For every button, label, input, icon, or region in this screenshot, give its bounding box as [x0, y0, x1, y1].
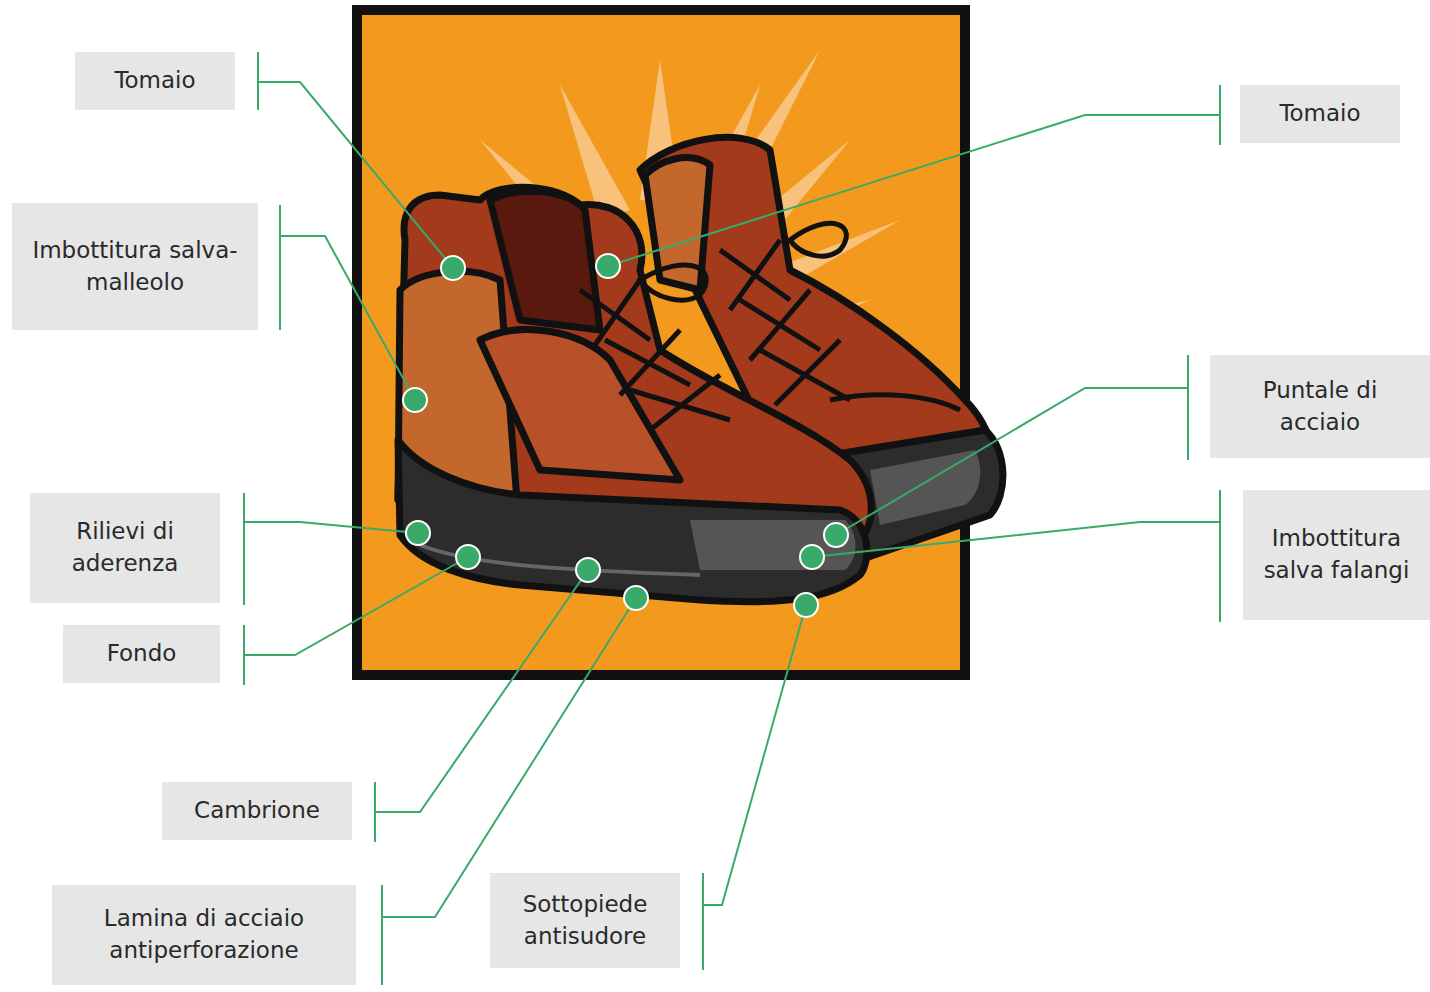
part-label: Rilievi di aderenza [55, 516, 195, 579]
label-box: Tomaio [1240, 85, 1400, 143]
part-label: Imbottitura salva-malleolo [25, 235, 245, 298]
part-label: Puntale di acciaio [1245, 375, 1395, 438]
laces [580, 265, 730, 430]
callout-dots [403, 254, 848, 617]
part-label: Imbottitura salva falangi [1262, 523, 1412, 586]
part-label: Cambrione [194, 795, 320, 827]
label-box: Sottopiede antisudore [490, 873, 680, 968]
label-box: Lamina di acciaio antiperforazione [52, 885, 356, 985]
part-label: Tomaio [1279, 98, 1360, 130]
label-box: Fondo [63, 625, 220, 683]
label-box: Rilievi di aderenza [30, 493, 220, 603]
front-boot [398, 187, 871, 601]
label-box: Imbottitura salva-malleolo [12, 203, 258, 330]
laces [720, 223, 850, 405]
label-box: Tomaio [75, 52, 235, 110]
part-label: Tomaio [114, 65, 195, 97]
part-label: Fondo [107, 638, 177, 670]
part-label: Sottopiede antisudore [505, 889, 665, 952]
label-box: Imbottitura salva falangi [1243, 490, 1430, 620]
label-box: Cambrione [162, 782, 352, 840]
part-label: Lamina di acciaio antiperforazione [73, 903, 335, 966]
leader-lines [244, 52, 1220, 985]
label-box: Puntale di acciaio [1210, 355, 1430, 458]
